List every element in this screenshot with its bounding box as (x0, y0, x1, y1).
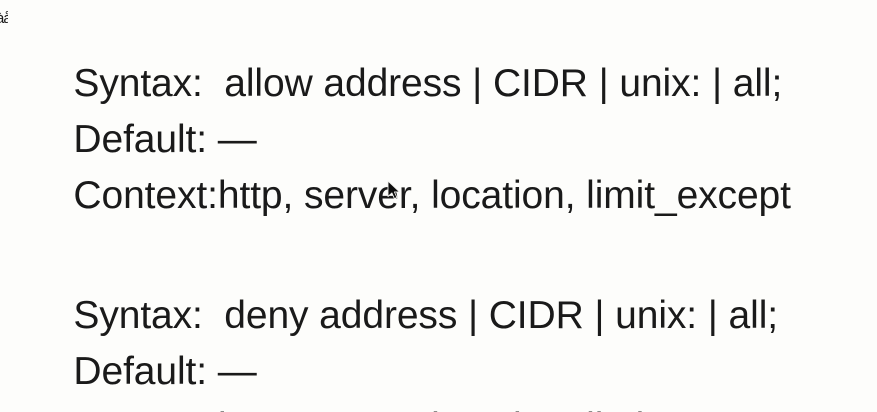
context-value: http, server, location, limit_except (217, 174, 791, 217)
syntax-label: Syntax: (73, 62, 203, 105)
directive-allow-context-line: Context:http, server, location, limit_ex… (9, 112, 877, 217)
context-label: Context: (73, 406, 218, 412)
context-label: Context: (73, 174, 218, 217)
left-edge-glyph-fragment: àå (0, 10, 8, 27)
default-label: Default: (73, 350, 208, 393)
directive-deny-default-line: Default: — (9, 288, 877, 393)
default-gap (207, 350, 218, 393)
default-value: — (217, 118, 257, 161)
syntax-gap (203, 62, 224, 105)
default-value: — (217, 350, 257, 393)
syntax-value: allow address | CIDR | unix: | all; (224, 62, 783, 105)
directive-block-deny: Syntax: deny address | CIDR | unix: | al… (9, 232, 877, 412)
directive-deny-syntax-line: Syntax: deny address | CIDR | unix: | al… (9, 232, 877, 337)
directive-block-allow: Syntax: allow address | CIDR | unix: | a… (9, 0, 877, 217)
syntax-label: Syntax: (73, 294, 203, 337)
syntax-gap (203, 294, 224, 337)
directive-allow-syntax-line: Syntax: allow address | CIDR | unix: | a… (9, 0, 877, 105)
default-label: Default: (73, 118, 208, 161)
default-gap (207, 118, 218, 161)
directive-deny-context-line: Context:http, server, location, limit_ex… (9, 344, 877, 412)
context-value: http, server, location, limit_except (218, 406, 791, 412)
directive-allow-default-line: Default: — (9, 56, 877, 161)
syntax-value: deny address | CIDR | unix: | all; (224, 294, 779, 337)
